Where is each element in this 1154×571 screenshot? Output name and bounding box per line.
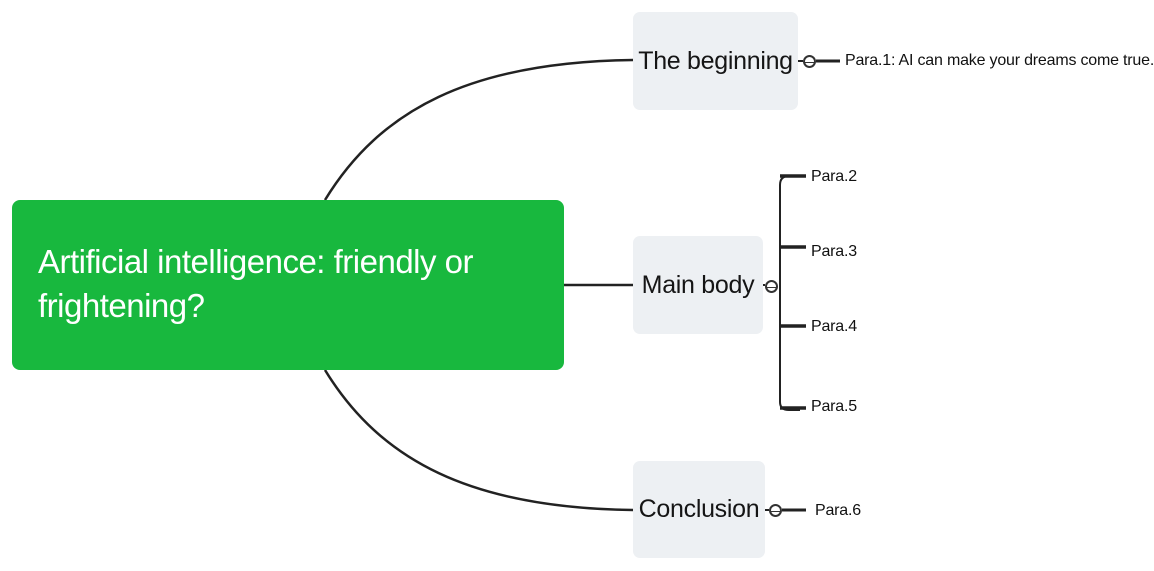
collapse-circle-icon[interactable]: [769, 504, 782, 517]
branch-main-body[interactable]: Main body: [633, 236, 763, 334]
connector-main-bracket: [779, 175, 800, 411]
leaf-para-2[interactable]: Para.2: [811, 168, 857, 185]
leaf-para-4[interactable]: Para.4: [811, 318, 857, 335]
leaf-para-5[interactable]: Para.5: [811, 398, 857, 415]
branch-the-beginning[interactable]: The beginning: [633, 12, 798, 110]
root-topic[interactable]: Artificial intelligence: friendly or fri…: [12, 200, 564, 370]
root-topic-label: Artificial intelligence: friendly or fri…: [38, 243, 474, 324]
branch-the-beginning-label: The beginning: [638, 46, 793, 75]
leaf-para-1[interactable]: Para.1: AI can make your dreams come tru…: [845, 52, 1154, 69]
branch-conclusion[interactable]: Conclusion: [633, 461, 765, 558]
collapse-circle-icon[interactable]: [803, 55, 816, 68]
branch-main-body-label: Main body: [641, 270, 755, 299]
branch-conclusion-label: Conclusion: [638, 495, 760, 523]
connector-root-beginning: [323, 58, 634, 201]
leaf-para-3[interactable]: Para.3: [811, 243, 857, 260]
collapse-circle-icon[interactable]: [765, 280, 778, 293]
connector-root-conclusion: [323, 369, 634, 512]
leaf-para-6[interactable]: Para.6: [815, 502, 861, 519]
